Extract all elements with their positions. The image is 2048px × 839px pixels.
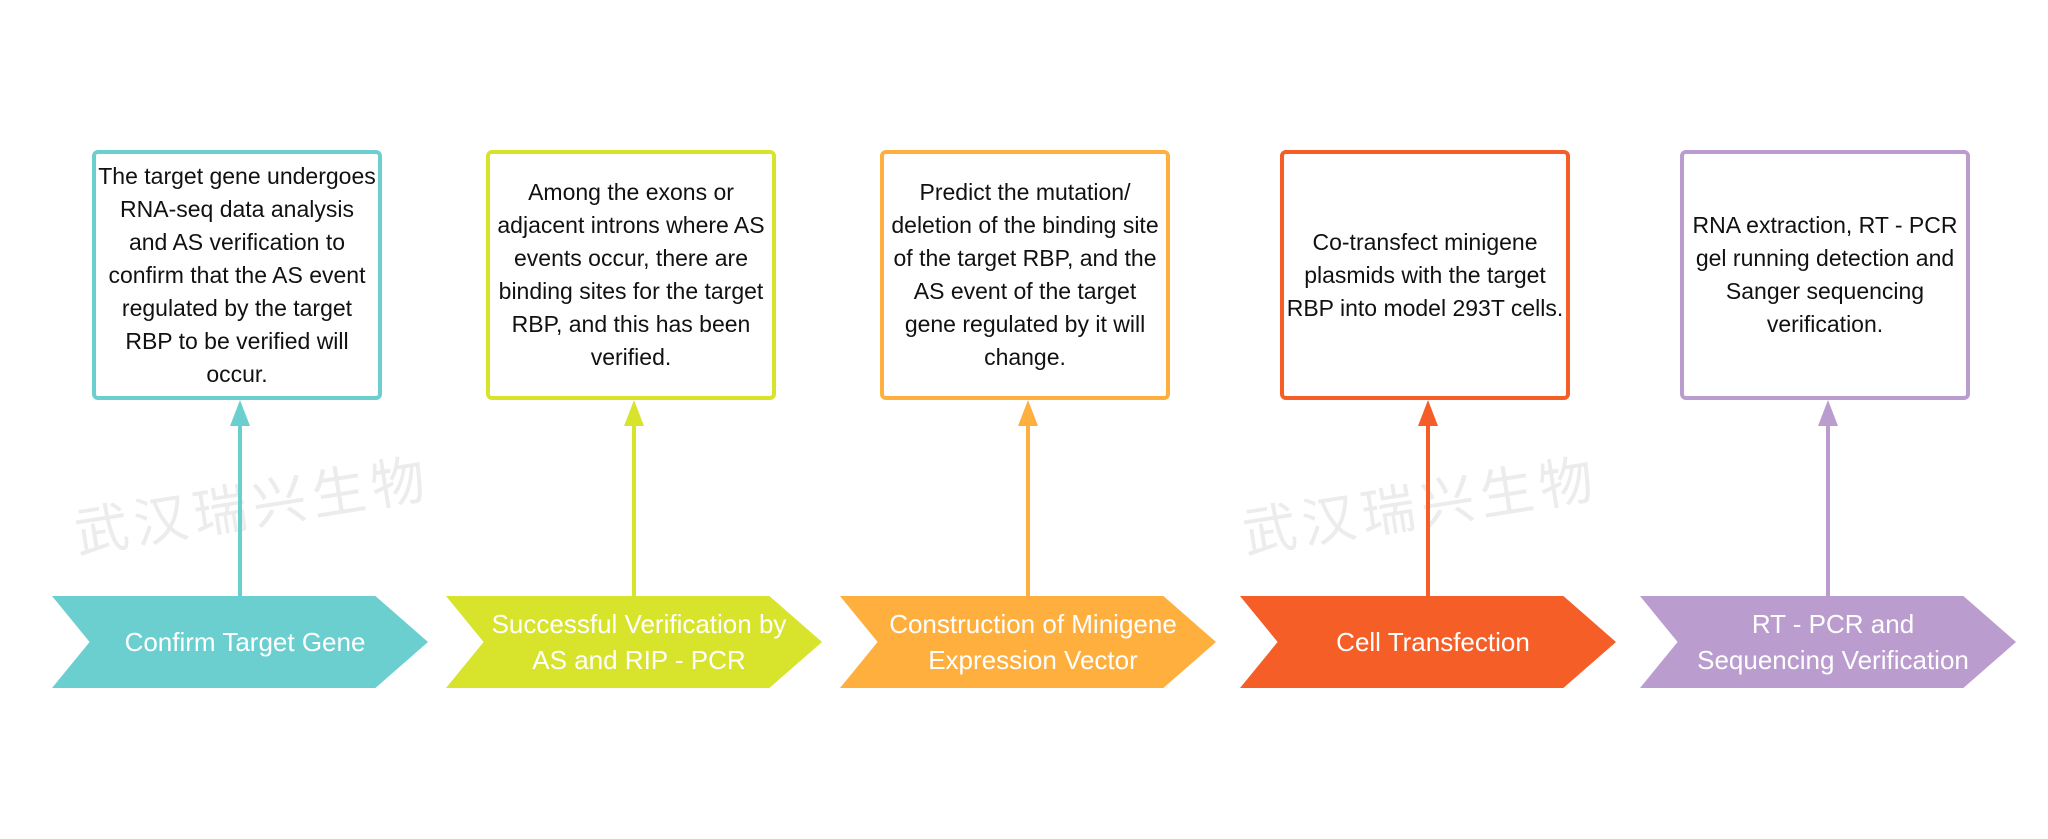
step-4-arrow-up-icon <box>1418 400 1438 596</box>
step-1: The target gene undergoes RNA-seq data a… <box>52 0 428 839</box>
step-1-description-box: The target gene undergoes RNA-seq data a… <box>92 150 382 400</box>
step-1-title-chevron: Confirm Target Gene <box>52 596 428 688</box>
step-1-title: Confirm Target Gene <box>124 627 366 657</box>
step-5: RNA extraction, RT - PCR gel running det… <box>1640 0 2016 839</box>
step-3: Predict the mutation/ deletion of the bi… <box>840 0 1216 839</box>
step-1-description: The target gene undergoes RNA-seq data a… <box>98 162 376 387</box>
step-5-description: RNA extraction, RT - PCR gel running det… <box>1692 212 1958 337</box>
step-3-arrow-up-icon <box>1018 400 1038 596</box>
step-5-title-chevron: RT - PCR and Sequencing Verification <box>1640 596 2016 688</box>
step-2-arrow-up-icon <box>624 400 644 596</box>
step-2-description-box: Among the exons or adjacent introns wher… <box>486 150 776 400</box>
step-4: Co-transfect minigene plasmids with the … <box>1240 0 1616 839</box>
step-2-title: Successful Verification by AS and RIP - … <box>491 609 787 675</box>
step-3-title: Construction of Minigene Expression Vect… <box>889 609 1177 675</box>
step-4-title: Cell Transfection <box>1336 627 1530 657</box>
step-2-description: Among the exons or adjacent introns wher… <box>497 179 765 370</box>
step-4-description: Co-transfect minigene plasmids with the … <box>1286 228 1564 321</box>
step-4-title-chevron: Cell Transfection <box>1240 596 1616 688</box>
step-3-description: Predict the mutation/ deletion of the bi… <box>891 179 1159 370</box>
step-5-arrow-up-icon <box>1818 400 1838 596</box>
step-5-description-box: RNA extraction, RT - PCR gel running det… <box>1680 150 1970 400</box>
step-2: Among the exons or adjacent introns wher… <box>446 0 822 839</box>
step-2-title-chevron: Successful Verification by AS and RIP - … <box>446 596 822 688</box>
step-5-title: RT - PCR and Sequencing Verification <box>1697 609 1969 675</box>
step-3-title-chevron: Construction of Minigene Expression Vect… <box>840 596 1216 688</box>
step-3-description-box: Predict the mutation/ deletion of the bi… <box>880 150 1170 400</box>
step-4-description-box: Co-transfect minigene plasmids with the … <box>1280 150 1570 400</box>
step-1-arrow-up-icon <box>230 400 250 596</box>
